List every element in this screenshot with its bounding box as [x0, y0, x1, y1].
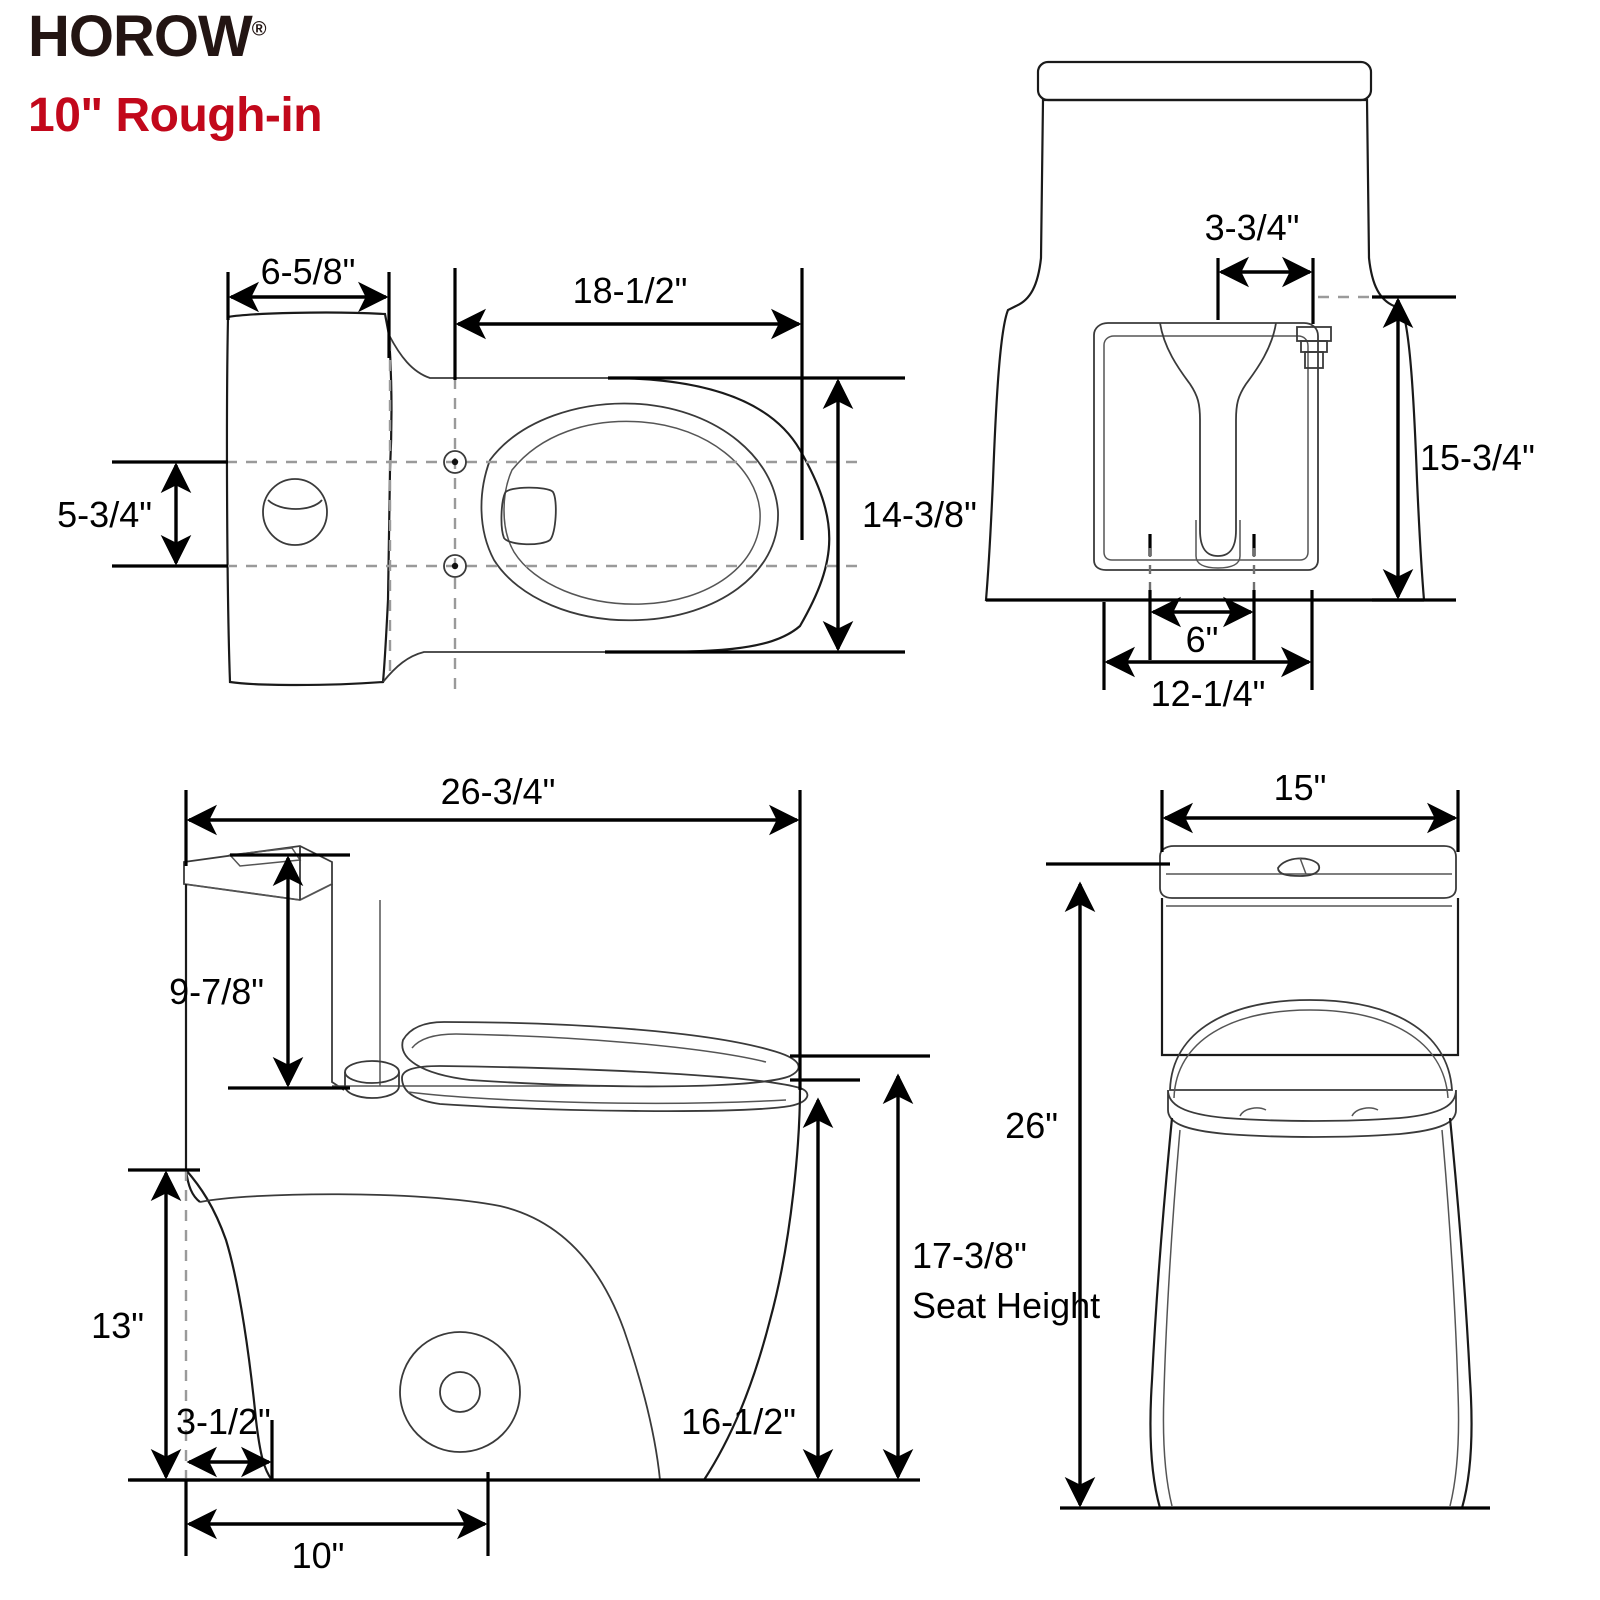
rear-recess-inner — [1103, 335, 1309, 561]
dim-label-rough-in: 10" — [292, 1535, 345, 1576]
jet-opening-plan — [500, 486, 557, 546]
toilet-seat-side-inner — [407, 1091, 787, 1105]
dim-label-bowl-length: 18-1/2" — [573, 270, 688, 311]
trapway-inner-side — [439, 1371, 481, 1413]
mounting-bolt-hole-upper — [443, 450, 467, 474]
tank-lid-side-edge — [183, 883, 333, 901]
dim-label-tank-lid-height: 9-7/8" — [169, 971, 264, 1012]
trapway-rear — [1159, 322, 1277, 557]
dim-label-seat-height-note: Seat Height — [912, 1285, 1100, 1326]
view-rear: 3-3/4" 15-3/4" 6" 12-1/4" — [984, 60, 1535, 714]
tank-shoulder-top — [388, 334, 608, 379]
dim-label-seat-height: 17-3/8" — [912, 1235, 1027, 1276]
seat-bumper-marks-front — [1239, 1107, 1379, 1117]
base-skirt-side — [199, 1193, 661, 1481]
toilet-lid-front-inner — [1173, 1009, 1449, 1099]
toilet-lid-side — [401, 1021, 800, 1088]
dim-label-bowl-rim-height: 16-1/2" — [681, 1401, 796, 1442]
dim-label-supply-offset: 3-3/4" — [1205, 207, 1300, 248]
brand-logo: HOROW® — [28, 8, 266, 66]
flush-button-front — [1277, 857, 1321, 877]
mounting-bolt-hole-lower — [443, 554, 467, 578]
view-front: 15" 26" — [1005, 767, 1490, 1510]
trapway-foot-rear — [1195, 520, 1241, 569]
dim-label-bowl-width: 14-3/8" — [862, 494, 977, 535]
tank-front-side — [331, 884, 345, 1091]
seat-plan-ring — [480, 402, 779, 622]
dim-label-overall-length: 26-3/4" — [441, 771, 556, 812]
flush-button-plan — [262, 478, 328, 546]
tank-shoulder-bottom — [382, 651, 605, 683]
tank-body-front — [1160, 898, 1460, 1057]
toilet-lid-side-inner — [411, 1033, 767, 1063]
dim-label-bolt-spread: 5-3/4" — [57, 494, 152, 535]
supply-nut-top — [1296, 326, 1332, 342]
dim-label-overall-height: 26" — [1005, 1105, 1058, 1146]
registered-trademark-icon: ® — [251, 18, 267, 41]
tank-lid-rear — [1036, 60, 1373, 102]
dim-label-base-depth: 13" — [91, 1305, 144, 1346]
seat-hinge-side — [344, 1060, 400, 1084]
bowl-skirt-front-left-inner — [1162, 1129, 1181, 1507]
tank-back-side — [184, 884, 201, 1203]
trapway-outer-side — [399, 1331, 521, 1453]
dim-label-tank-depth: 6-5/8" — [261, 251, 356, 292]
dim-label-tank-height: 15-3/4" — [1420, 437, 1535, 478]
rear-recess-panel — [1093, 322, 1319, 571]
bowl-plan-inner — [503, 420, 761, 605]
toilet-lid-front — [1169, 999, 1453, 1091]
brand-name: HOROW — [28, 4, 253, 69]
bowl-plan-outer — [604, 376, 831, 654]
dim-label-base-bolt-spread: 6" — [1186, 619, 1219, 660]
bowl-front-side — [280, 1087, 802, 1482]
dim-label-base-width: 12-1/4" — [1151, 673, 1266, 714]
water-supply-fitting — [1296, 326, 1332, 369]
seat-hinge-body-side — [344, 1072, 400, 1099]
dim-label-overall-width: 15" — [1274, 767, 1327, 808]
mounting-bolt-center-upper — [451, 458, 459, 466]
mounting-bolt-center-lower — [451, 562, 459, 570]
flush-button-front-split — [1299, 857, 1307, 875]
tank-lid-front — [1159, 845, 1457, 899]
view-top: 6-5/8" 18-1/2" 5-3/4" 14-3/8" — [57, 251, 977, 690]
supply-nut-mid — [1300, 340, 1328, 353]
toilet-body-rear — [984, 98, 1426, 602]
dim-label-wall-clearance: 3-1/2" — [176, 1401, 271, 1442]
toilet-seat-front — [1167, 1089, 1457, 1138]
toilet-seat-side — [401, 1065, 809, 1112]
supply-tube — [1304, 351, 1324, 369]
tank-plan-outline — [225, 311, 393, 687]
view-side: 26-3/4" 9-7/8" 13" 3-1/2" 10" 16-1/2" — [91, 771, 1100, 1576]
bowl-skirt-front-right-inner — [1441, 1129, 1460, 1507]
flush-button-split — [267, 499, 323, 510]
bowl-skirt-front — [1149, 1117, 1473, 1510]
rough-in-subtitle: 10" Rough-in — [28, 89, 323, 142]
